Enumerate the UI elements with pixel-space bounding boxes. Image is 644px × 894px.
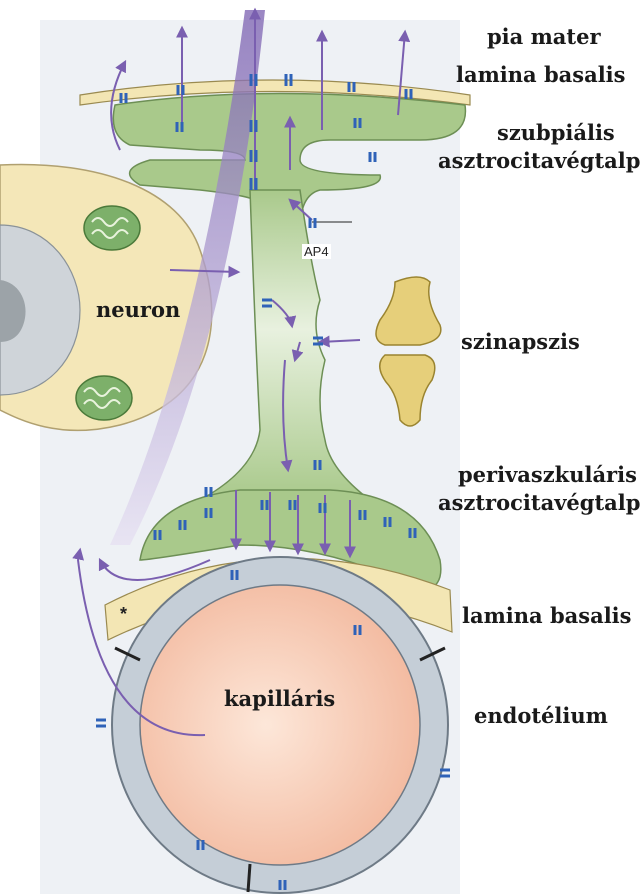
lamina-basalis-bottom-label: lamina basalis	[462, 603, 631, 628]
subpial-label-line2: asztrocitavégtalp	[438, 148, 640, 173]
perivascular-label-line2: asztrocitavégtalp	[438, 490, 640, 515]
capillary-lumen	[140, 585, 420, 865]
capillary	[112, 557, 448, 893]
ap4-label: AP4	[302, 244, 331, 259]
asterisk-marker: *	[120, 604, 127, 625]
pia-mater-label: pia mater	[487, 24, 601, 49]
endothelium-label: endotélium	[474, 703, 608, 728]
lamina-basalis-top-label: lamina basalis	[456, 62, 625, 87]
mitochondrion-lower	[76, 376, 132, 420]
subpial-label-line1: szubpiális	[497, 120, 615, 145]
perivascular-label-line1: perivaszkuláris	[458, 462, 637, 487]
synapse-label: szinapszis	[461, 329, 580, 354]
neuron-label: neuron	[96, 297, 180, 322]
mitochondrion-upper	[84, 206, 140, 250]
capillary-label: kapilláris	[224, 686, 335, 711]
